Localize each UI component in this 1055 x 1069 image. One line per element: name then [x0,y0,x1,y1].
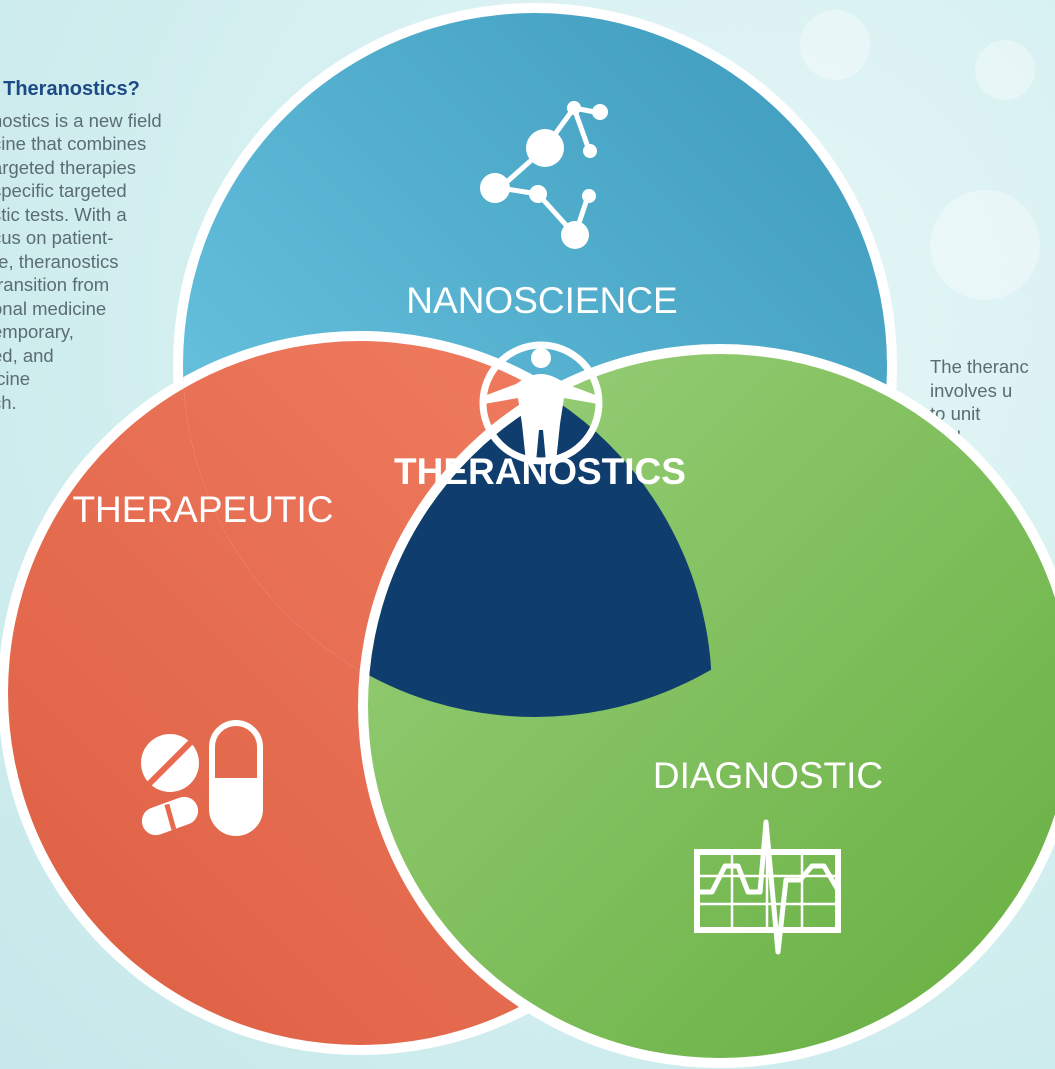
left-panel-body: nostics is a new field cine that combine… [0,109,162,413]
vitruvian-man-icon [479,341,603,465]
left-panel-heading: . Theranostics? [0,78,140,100]
theranostics-label: THERANOSTICS [394,451,686,492]
theranostics-center [368,354,712,717]
pills-capsule-icon [141,720,263,836]
molecule-icon [480,101,608,249]
bokeh-dot [800,10,870,80]
ecg-monitor-icon [694,819,841,955]
left-info-panel: . Theranostics? nostics is a new field c… [0,78,267,414]
diagnostic-label: DIAGNOSTIC [653,755,883,796]
therapeutic-label: THERAPEUTIC [72,489,333,530]
nanoscience-label: NANOSCIENCE [406,280,677,321]
bokeh-dot [975,40,1035,100]
bokeh-dot [930,190,1040,300]
